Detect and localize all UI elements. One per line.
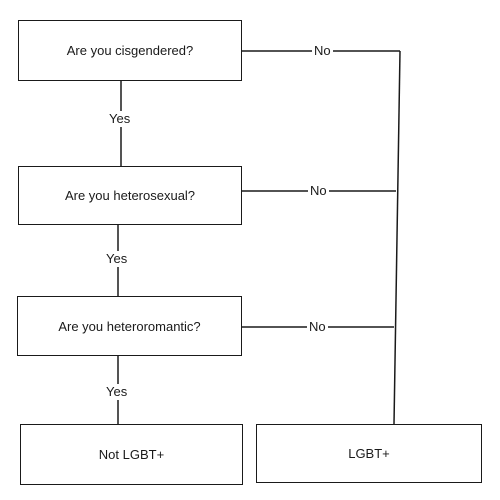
q2-no-label: No xyxy=(308,183,329,199)
result-not-lgbt: Not LGBT+ xyxy=(20,424,243,485)
question-heterosexual: Are you heterosexual? xyxy=(18,166,242,225)
q1-no-label: No xyxy=(312,43,333,59)
question-cisgender: Are you cisgendered? xyxy=(18,20,242,81)
q2-yes-label: Yes xyxy=(104,251,130,267)
no-trunk-line xyxy=(393,50,401,425)
result-lgbt: LGBT+ xyxy=(256,424,482,483)
result-not-lgbt-text: Not LGBT+ xyxy=(98,447,165,462)
result-lgbt-text: LGBT+ xyxy=(348,446,390,461)
q3-no-label: No xyxy=(307,319,328,335)
question-heteroromantic: Are you heteroromantic? xyxy=(17,296,242,356)
question-cisgender-text: Are you cisgendered? xyxy=(66,43,194,58)
q1-yes-label: Yes xyxy=(107,111,133,127)
question-heterosexual-text: Are you heterosexual? xyxy=(64,188,196,203)
question-heteroromantic-text: Are you heteroromantic? xyxy=(58,318,201,334)
q3-yes-label: Yes xyxy=(104,384,130,400)
